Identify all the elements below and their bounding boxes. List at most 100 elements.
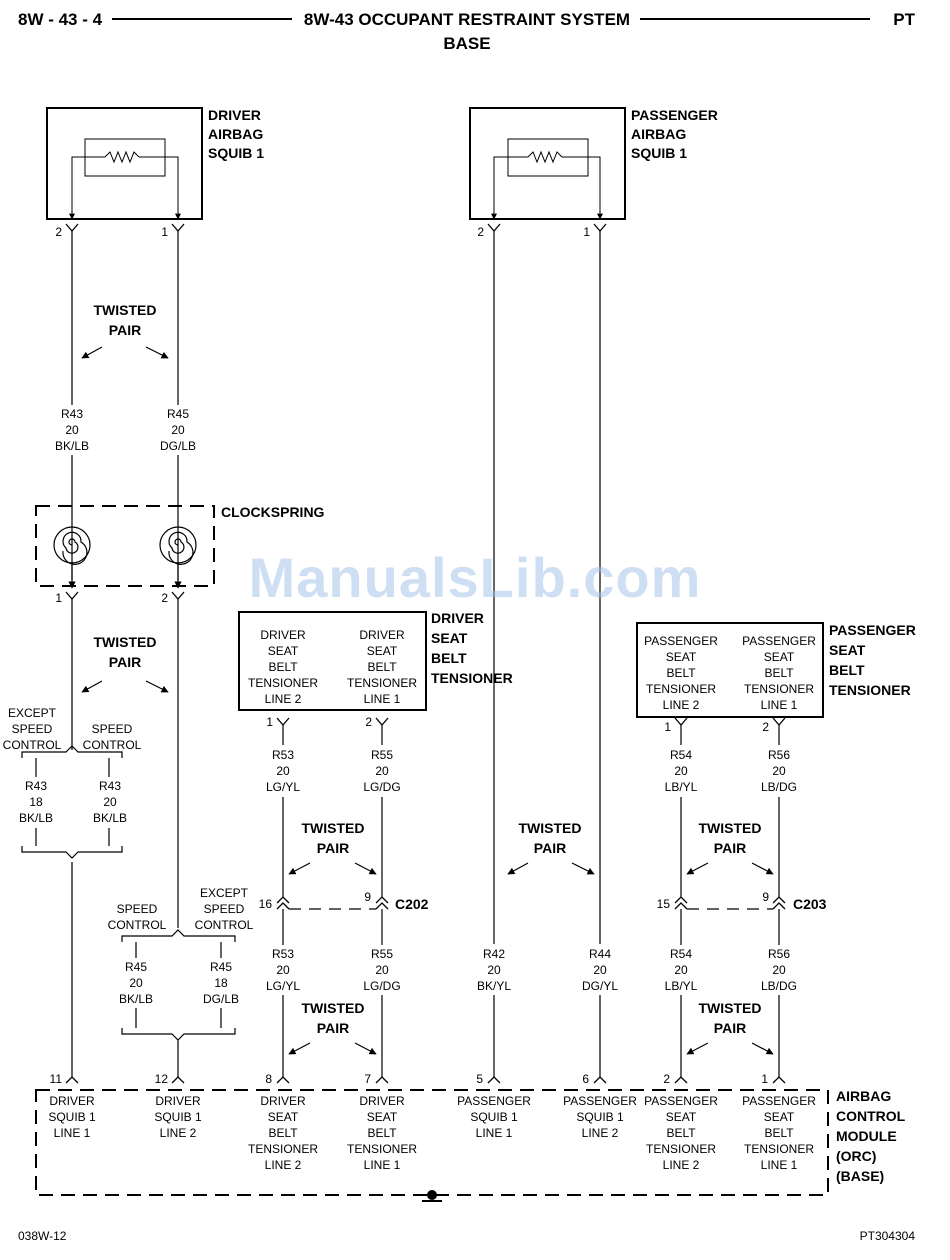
pin-numbers: 2 1 2 1 1 2 1 2 1 2 16 9 15 9 11 12 8 7 … [50, 225, 770, 1086]
pin-label: 1 [664, 720, 671, 734]
pass-tensioner-label-4: TENSIONER [829, 682, 911, 698]
pin-label: 2 [161, 591, 168, 605]
wire-label: 20 [593, 963, 607, 977]
wire-label: R45 [125, 960, 147, 974]
acm-pin-label: LINE 1 [476, 1126, 513, 1140]
wire-label: LG/YL [266, 780, 300, 794]
twisted-pair-5-b: PAIR [714, 840, 746, 856]
pass-line2-label-4: TENSIONER [646, 682, 716, 696]
twisted-pair-7-a: TWISTED [699, 1000, 762, 1016]
pass-line2-label-5: LINE 2 [663, 698, 700, 712]
driver-line1-label-4: TENSIONER [347, 676, 417, 690]
pass-line1-label-1: PASSENGER [742, 634, 816, 648]
airbag-control-module: AIRBAG CONTROL MODULE (ORC) (BASE) DRIVE… [35, 1088, 906, 1202]
watermark: ManualsLib.com [248, 546, 702, 609]
pin-label: 2 [762, 720, 769, 734]
except-speed-control-6: CONTROL [195, 918, 254, 932]
driver-tensioner-label-3: BELT [431, 650, 467, 666]
acm-pin-label: SQUIB 1 [470, 1110, 518, 1124]
wire-label: 20 [276, 764, 290, 778]
wire-label: BK/LB [19, 811, 53, 825]
acm-pin-label: LINE 2 [582, 1126, 619, 1140]
wires [71, 231, 780, 1077]
ground-symbol [422, 1190, 442, 1202]
pin-label: 6 [582, 1072, 589, 1086]
twisted-pair-3-a: TWISTED [302, 820, 365, 836]
driver-squib-label-2: AIRBAG [208, 126, 263, 142]
driver-line1-label-2: SEAT [367, 644, 398, 658]
twisted-pair-7-b: PAIR [714, 1020, 746, 1036]
acm-pin-label: LINE 1 [364, 1158, 401, 1172]
wire-label: R53 [272, 947, 294, 961]
acm-pin-label: DRIVER [49, 1094, 95, 1108]
wire-label: R42 [483, 947, 505, 961]
pin-label: 2 [477, 225, 484, 239]
wire-label: 20 [276, 963, 290, 977]
wire-label: R53 [272, 748, 294, 762]
acm-pin-label: SEAT [764, 1110, 795, 1124]
page-code: PT304304 [860, 1229, 916, 1243]
wire-label: 20 [772, 963, 786, 977]
acm-pin-label: BELT [268, 1126, 298, 1140]
wire-label: R44 [589, 947, 611, 961]
wire-label: DG/LB [160, 439, 196, 453]
wire-label: LB/YL [665, 780, 698, 794]
twisted-pair-4-a: TWISTED [519, 820, 582, 836]
wire-label: DG/LB [203, 992, 239, 1006]
pin-label: 9 [762, 890, 769, 904]
passenger-squib-label-2: AIRBAG [631, 126, 686, 142]
acm-label-1: AIRBAG [836, 1088, 891, 1104]
wire-label: 20 [375, 764, 389, 778]
wire-label: R43 [61, 407, 83, 421]
pass-tensioner-label-3: BELT [829, 662, 865, 678]
wire-label: DG/YL [582, 979, 618, 993]
pin-label: 1 [583, 225, 590, 239]
acm-pin-label: SEAT [268, 1110, 299, 1124]
twisted-pair-3-b: PAIR [317, 840, 349, 856]
acm-pin-label: TENSIONER [646, 1142, 716, 1156]
pass-line1-label-3: BELT [764, 666, 794, 680]
page-subtitle: BASE [443, 34, 490, 53]
driver-tensioner-label-4: TENSIONER [431, 670, 513, 686]
option-brackets [21, 745, 236, 1041]
acm-pin-label: PASSENGER [742, 1094, 816, 1108]
passenger-squib-label-1: PASSENGER [631, 107, 718, 123]
acm-label-2: CONTROL [836, 1108, 906, 1124]
wire-label: LG/DG [363, 780, 400, 794]
except-speed-control-2: SPEED [12, 722, 53, 736]
acm-pin-label: BELT [367, 1126, 397, 1140]
header: 8W - 43 - 4 8W-43 OCCUPANT RESTRAINT SYS… [18, 10, 916, 53]
twisted-pair-6-b: PAIR [317, 1020, 349, 1036]
driver-squib-label-1: DRIVER [208, 107, 261, 123]
driver-line1-label-3: BELT [367, 660, 397, 674]
acm-pin-label: SQUIB 1 [154, 1110, 202, 1124]
passenger-squib-label-3: SQUIB 1 [631, 145, 687, 161]
twisted-pair-4-b: PAIR [534, 840, 566, 856]
wire-label: BK/YL [477, 979, 511, 993]
pin-label: 2 [365, 715, 372, 729]
wire-label: 20 [129, 976, 143, 990]
page-title: 8W-43 OCCUPANT RESTRAINT SYSTEM [304, 10, 630, 29]
pin-label: 8 [265, 1072, 272, 1086]
pin-label: 1 [266, 715, 273, 729]
driver-line1-label-1: DRIVER [359, 628, 405, 642]
clockspring-label: CLOCKSPRING [221, 504, 325, 520]
driver-line2-label-4: TENSIONER [248, 676, 318, 690]
speed-control-1: SPEED [92, 722, 133, 736]
speed-control-3: SPEED [117, 902, 158, 916]
acm-pin-label: LINE 2 [265, 1158, 302, 1172]
acm-pin-label: LINE 2 [663, 1158, 700, 1172]
wire-label: R43 [25, 779, 47, 793]
except-speed-control-1: EXCEPT [8, 706, 57, 720]
driver-seat-belt-tensioner: DRIVER SEAT BELT TENSIONER LINE 2 DRIVER… [238, 610, 513, 711]
wire-label: 20 [674, 764, 688, 778]
wire-label: R43 [99, 779, 121, 793]
pass-tensioner-label-2: SEAT [829, 642, 866, 658]
pin-label: 1 [161, 225, 168, 239]
wire-label: R54 [670, 947, 692, 961]
connector-names: C202 C203 [395, 896, 827, 912]
connector-c202-label: C202 [395, 896, 429, 912]
driver-line1-label-5: LINE 1 [364, 692, 401, 706]
wire-label: 20 [171, 423, 185, 437]
except-speed-control-5: SPEED [204, 902, 245, 916]
